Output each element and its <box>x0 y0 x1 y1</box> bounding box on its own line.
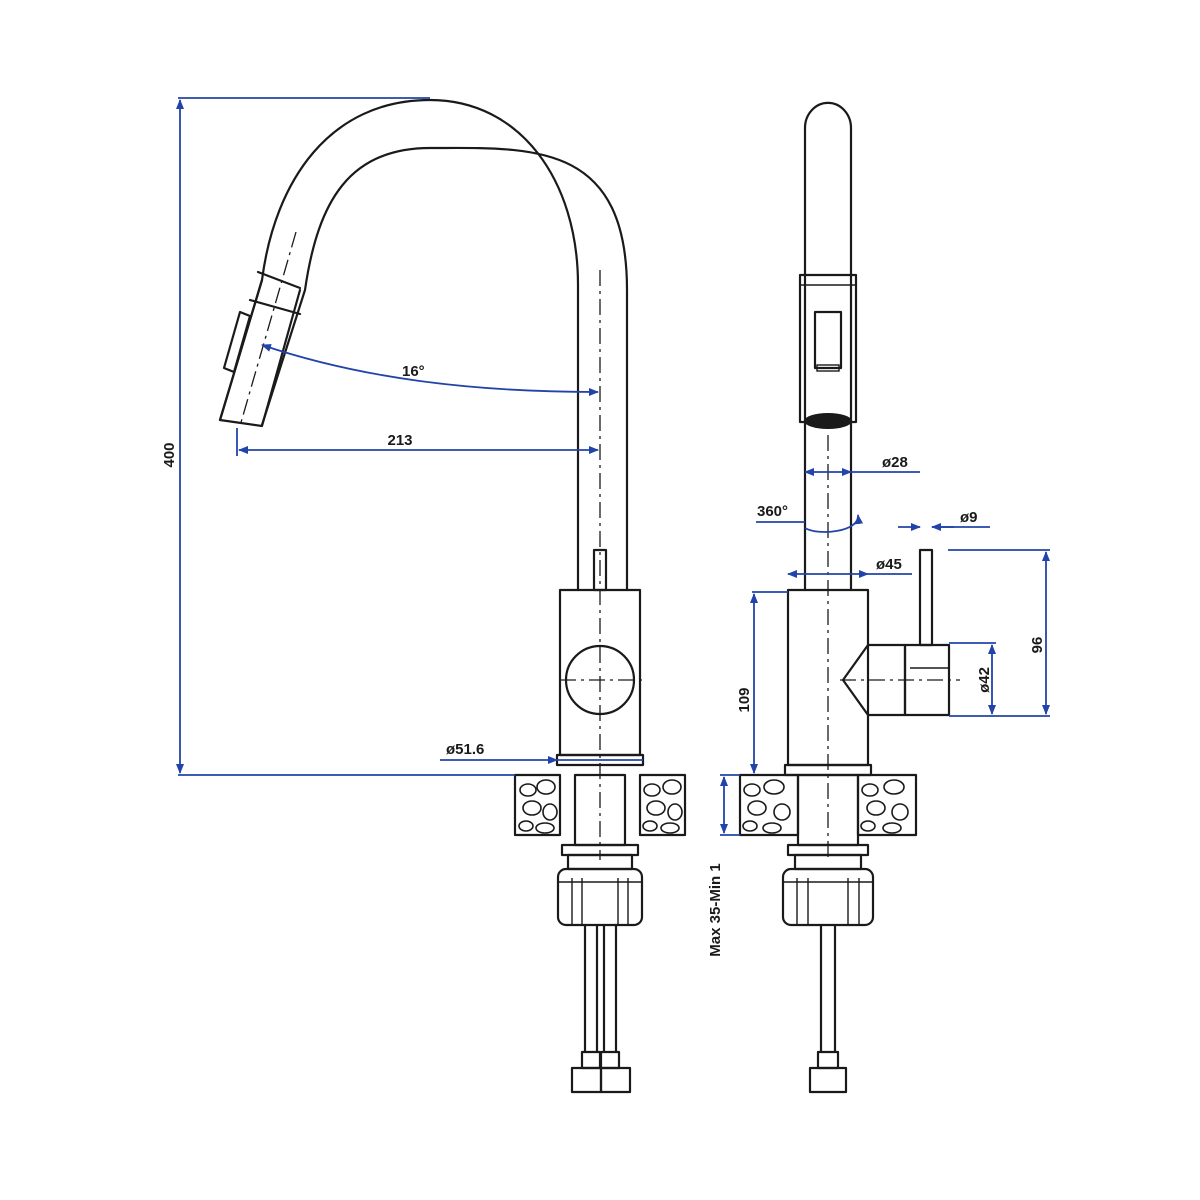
angle-dimension: 16° <box>261 344 599 396</box>
body-diameter-dimension: ø45 <box>787 556 912 578</box>
washer-lower-front <box>793 853 863 871</box>
base-diameter-dimension: ø51.6 <box>440 741 558 764</box>
body-height-dimension: 109 <box>736 591 788 774</box>
countertop-right <box>638 773 687 837</box>
deck-thickness-label: Max 35-Min 1 <box>707 863 724 956</box>
lever-diameter-dimension: ø9 <box>898 509 990 531</box>
deck-thickness-dimension: Max 35-Min 1 <box>707 774 740 957</box>
nut-ribs-front <box>783 878 873 925</box>
lever-height-dimension: 96 <box>948 549 1050 717</box>
body <box>558 588 642 757</box>
swivel-dimension: 360° <box>756 503 864 533</box>
swivel-label: 360° <box>757 503 788 520</box>
lever-diameter-label: ø9 <box>960 509 978 526</box>
nut-ribs <box>558 878 642 925</box>
spray-outlet <box>804 413 852 429</box>
handle-front <box>841 643 907 717</box>
lever-height-label: 96 <box>1029 637 1046 654</box>
countertop-left <box>513 773 562 837</box>
supply-hoses <box>570 923 632 1094</box>
stone-texture-front-left <box>742 779 791 834</box>
spout-diameter-dimension: ø28 <box>804 454 920 476</box>
spray-head <box>218 270 302 428</box>
body-diameter-label: ø45 <box>876 556 902 573</box>
body-height-label: 109 <box>736 687 753 712</box>
lever-stem <box>592 548 608 592</box>
spray-centerline <box>239 231 297 427</box>
spout-diameter-label: ø28 <box>882 454 908 471</box>
stone-texture-right <box>642 779 683 834</box>
side-view: 400 16° 213 ø51.6 <box>161 97 687 1094</box>
stone-texture-front-right <box>860 779 909 834</box>
fixing-nut-front <box>781 867 875 927</box>
stone-texture-left <box>518 779 558 834</box>
supply-hose-front <box>808 923 848 1094</box>
base-diameter-label: ø51.6 <box>446 741 484 758</box>
lever-front <box>918 548 934 647</box>
spray-button <box>222 310 252 374</box>
spray-head-front <box>798 273 858 424</box>
reach-label: 213 <box>387 432 412 449</box>
height-label: 400 <box>161 442 178 467</box>
height-dimension: 400 <box>161 97 515 776</box>
handle-diameter-dimension: ø42 <box>949 642 996 717</box>
fixing-nut <box>556 867 644 927</box>
spout-inner-outline <box>260 146 629 592</box>
front-view: ø28 360° ø9 ø45 109 <box>707 101 1050 1094</box>
reach-dimension: 213 <box>236 428 599 456</box>
spout-front <box>803 101 853 592</box>
handle-diameter-label: ø42 <box>976 667 993 693</box>
spout-outer-outline <box>218 98 580 592</box>
spray-button-front <box>813 310 843 370</box>
angle-label: 16° <box>402 363 425 380</box>
